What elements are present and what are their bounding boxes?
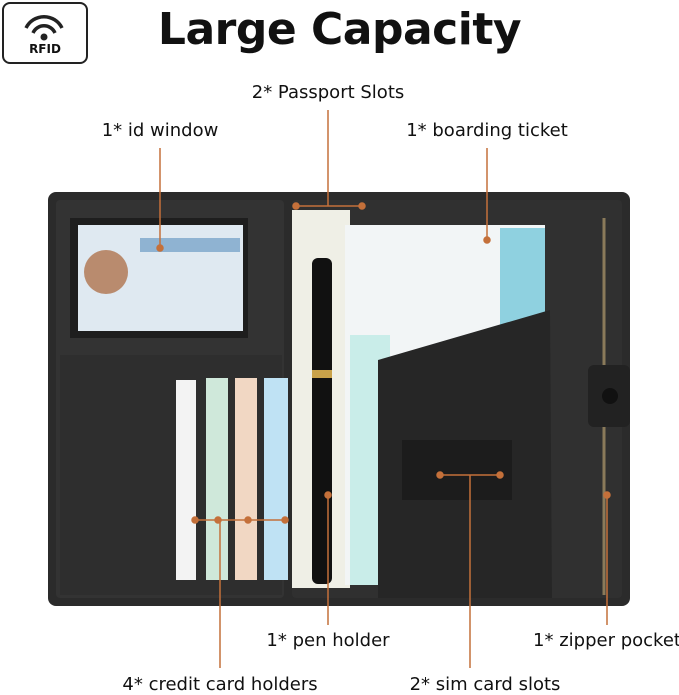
label-sim-card-slots: 2* sim card slots (409, 674, 561, 695)
pen (312, 258, 332, 584)
label-passport-slots: 2* Passport Slots (251, 82, 405, 103)
label-credit-card-holders: 4* credit card holders (122, 674, 318, 695)
label-id-window: 1* id window (101, 120, 219, 141)
label-boarding-ticket: 1* boarding ticket (406, 120, 568, 141)
rfid-wifi-icon (24, 15, 64, 41)
rfid-label: RFID (29, 42, 61, 56)
rfid-badge: RFID (2, 2, 88, 64)
label-zipper-pocket: 1* zipper pocket (533, 630, 679, 651)
page-title: Large Capacity (157, 4, 522, 55)
label-pen-holder: 1* pen holder (266, 630, 390, 651)
